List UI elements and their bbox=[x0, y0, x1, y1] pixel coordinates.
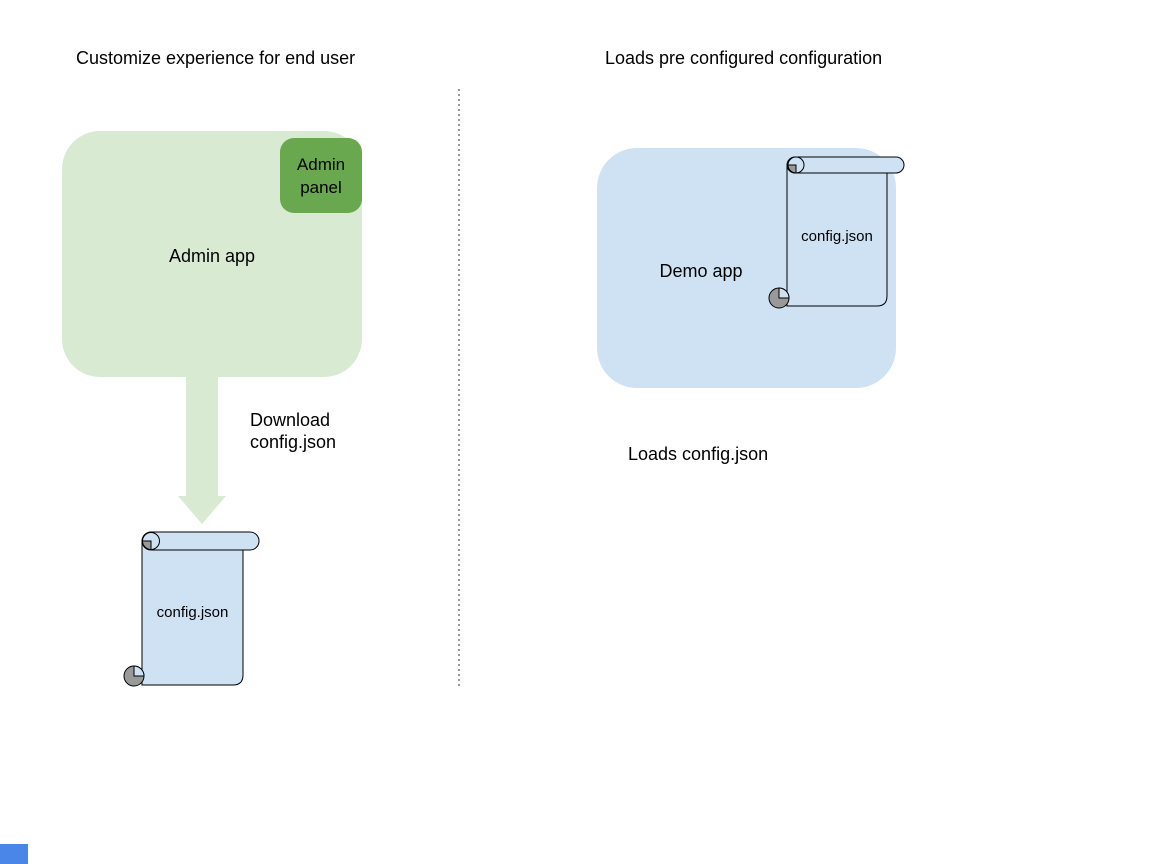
admin-panel-label: Admin panel bbox=[296, 154, 346, 197]
config-file-label-left: config.json bbox=[156, 604, 229, 621]
demo-app-label: Demo app bbox=[659, 261, 743, 281]
arrow-head bbox=[178, 496, 226, 524]
download-arrow-icon bbox=[178, 377, 226, 524]
config-file-label-right: config.json bbox=[801, 228, 873, 245]
admin-app-box: Admin panel bbox=[62, 131, 362, 377]
clipped-blue-shape bbox=[0, 844, 28, 864]
config-scroll-icon-left bbox=[123, 531, 260, 687]
panel-divider-dotted-line bbox=[458, 89, 460, 686]
admin-panel-box: Admin panel bbox=[280, 138, 362, 213]
left-panel-title: Customize experience for end user bbox=[76, 48, 356, 68]
arrow-shaft bbox=[186, 377, 218, 497]
download-config-label: Download config.json bbox=[250, 410, 337, 452]
config-scroll-icon-right bbox=[768, 156, 905, 309]
admin-app-label: Admin app bbox=[168, 246, 256, 266]
loads-config-label: Loads config.json bbox=[628, 444, 769, 464]
right-panel-title: Loads pre configured configuration bbox=[605, 48, 883, 68]
